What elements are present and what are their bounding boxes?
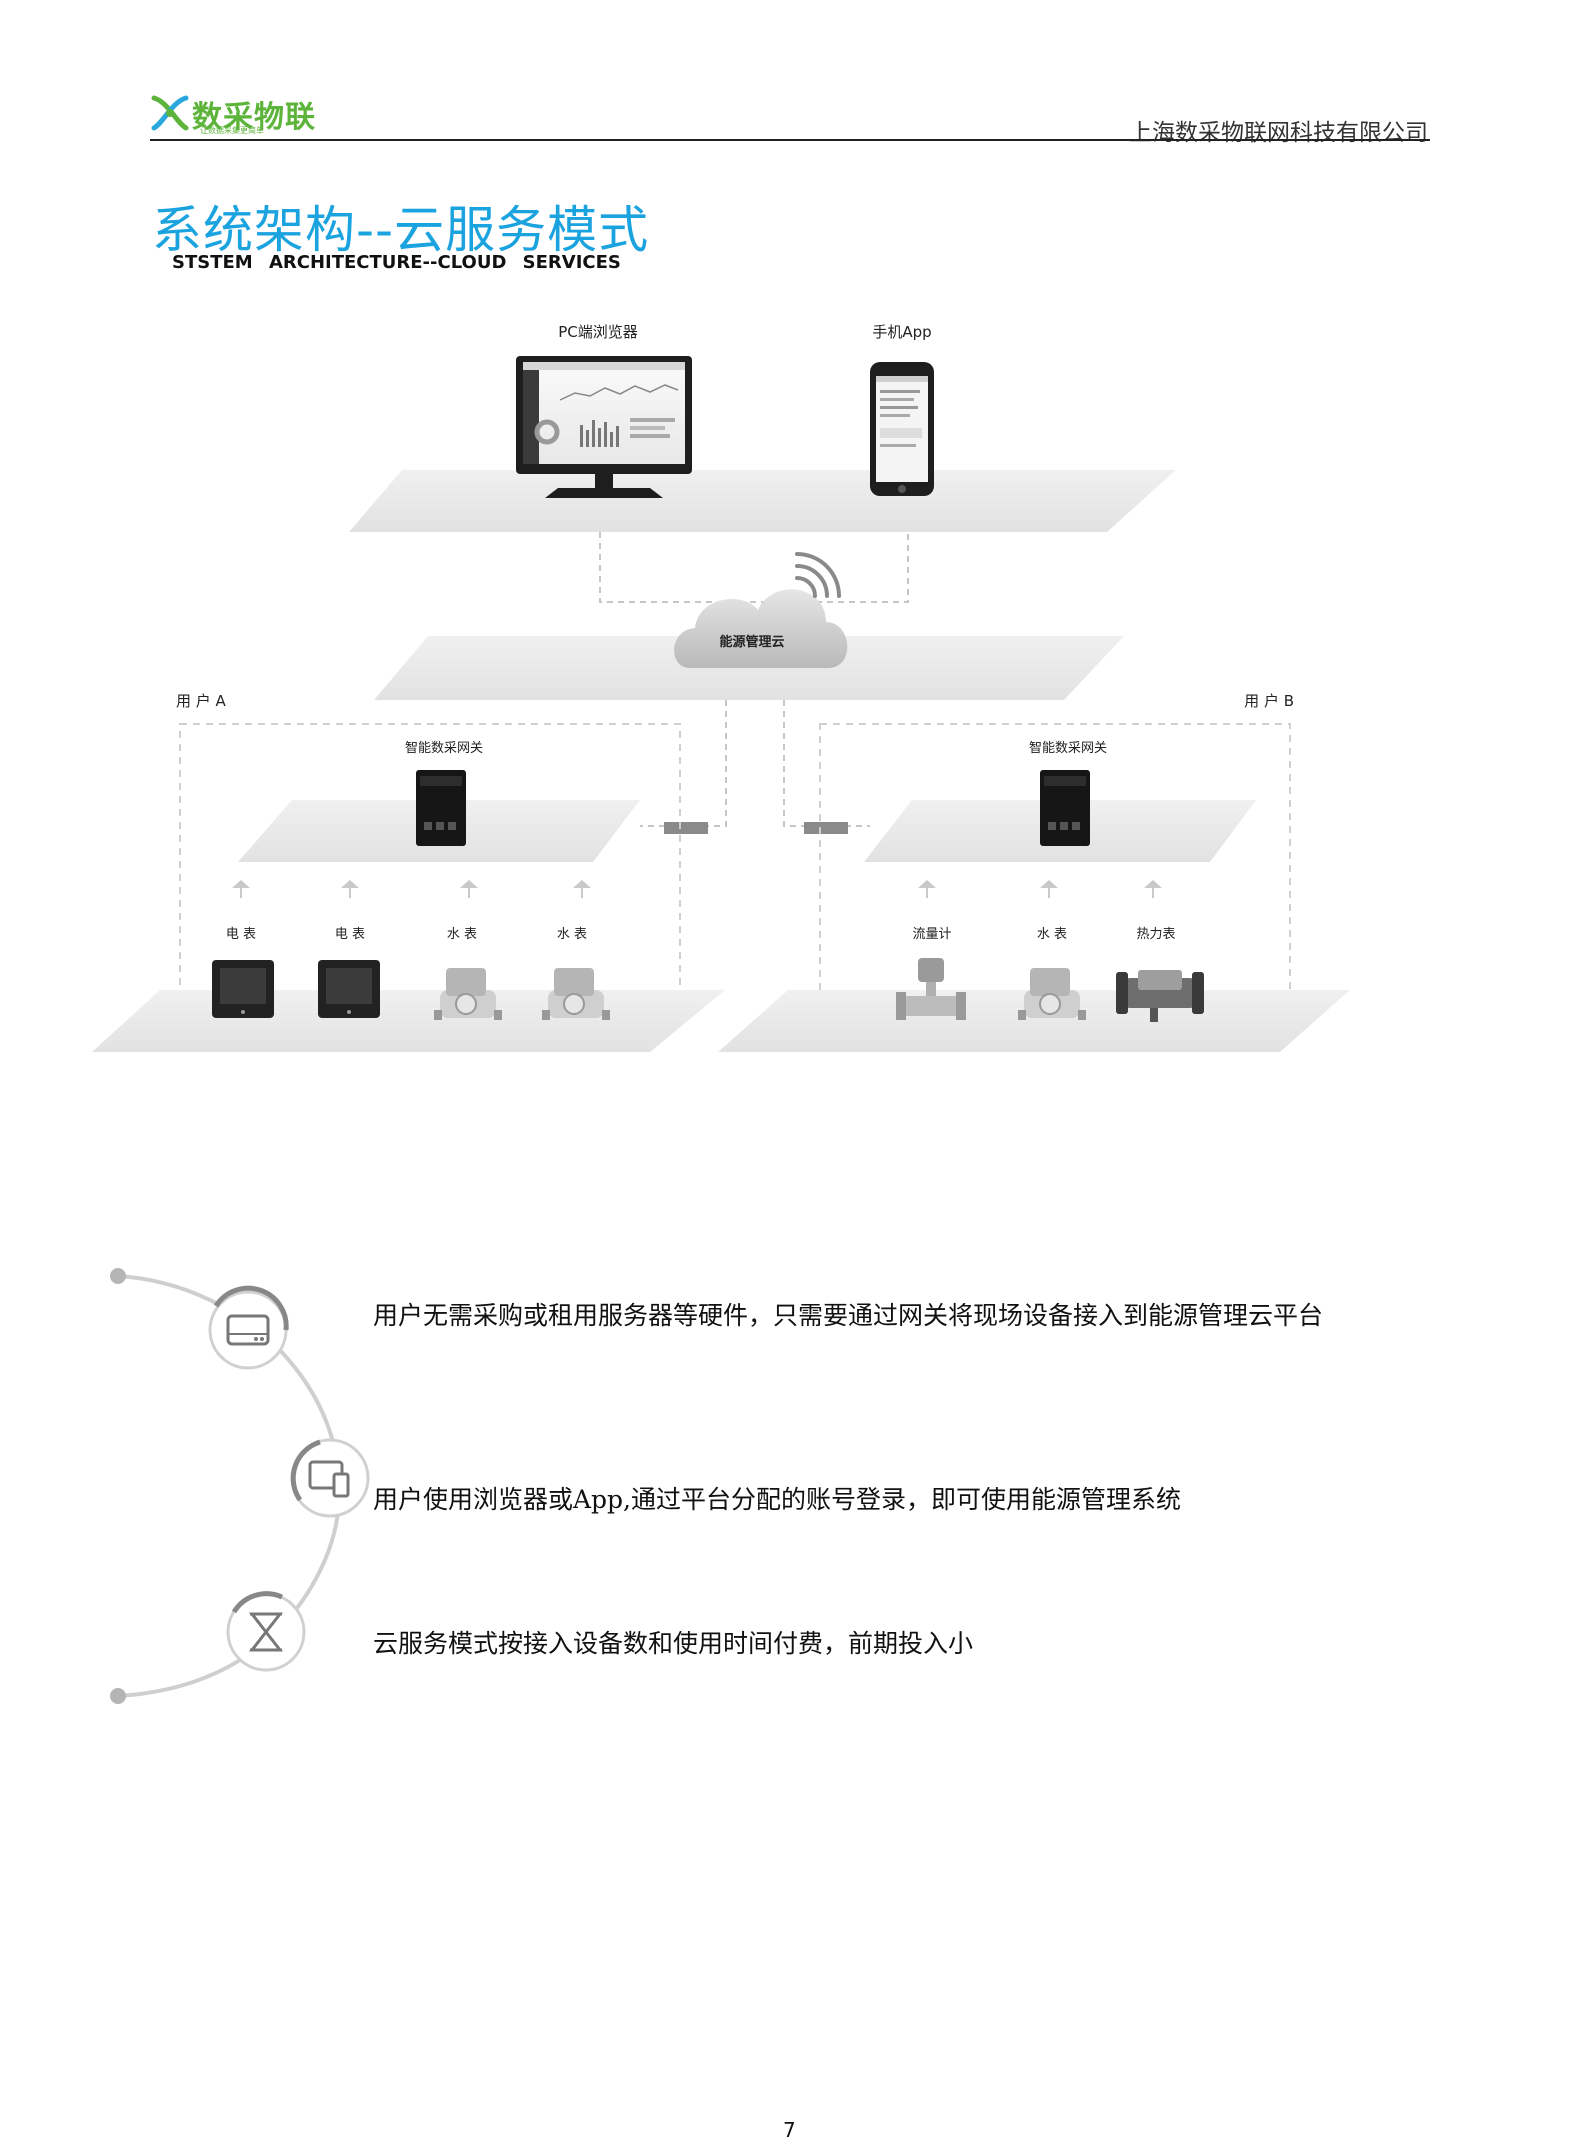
pc-browser-label: PC端浏览器	[558, 323, 638, 341]
device-label-b-1: 水 表	[1037, 927, 1067, 942]
link-connector-a	[664, 822, 708, 834]
devices-icon	[290, 1438, 370, 1518]
device-label-b-2: 热力表	[1136, 927, 1175, 942]
user-a-device-platform	[92, 990, 725, 1052]
device-label-b-0: 流量计	[912, 927, 951, 942]
feature-text-1: 用户无需采购或租用服务器等硬件，只需要通过网关将现场设备接入到能源管理云平台	[373, 1301, 1324, 1330]
company-name: 上海数采物联网科技有限公司	[1129, 120, 1428, 146]
wireless-signal-icon	[795, 552, 841, 598]
feature-text-2: 用户使用浏览器或App,通过平台分配的账号登录，即可使用能源管理系统	[373, 1485, 1182, 1514]
feature-text-3: 云服务模式按接入设备数和使用时间付费，前期投入小	[373, 1629, 974, 1658]
cloud-icon	[674, 589, 848, 668]
electric-meter-icon	[318, 960, 380, 1018]
hourglass-icon	[226, 1591, 306, 1672]
pc-monitor-icon	[516, 356, 692, 498]
device-label-a-0: 电 表	[226, 927, 256, 942]
page-title: 系统架构--云服务模式	[152, 201, 650, 259]
water-meter-icon	[434, 968, 502, 1020]
header-divider	[150, 139, 1430, 141]
feature-arc-decoration	[110, 1268, 370, 1704]
architecture-diagram: PC端浏览器 手机App 能源管理云 用 户 A 智能数采网关	[92, 323, 1350, 1052]
device-label-a-3: 水 表	[557, 927, 587, 942]
device-label-a-2: 水 表	[447, 927, 477, 942]
device-label-a-1: 电 表	[335, 927, 365, 942]
user-a-label: 用 户 A	[176, 692, 227, 710]
heat-meter-icon	[1116, 970, 1204, 1022]
logo-icon	[151, 95, 189, 131]
gateway-a-icon	[416, 770, 466, 846]
user-b-arrows	[918, 880, 1162, 898]
user-b-label: 用 户 B	[1244, 692, 1294, 710]
gateway-b-icon	[1040, 770, 1090, 846]
user-a-arrows	[232, 880, 591, 898]
link-connector-b	[804, 822, 848, 834]
user-a-boundary	[179, 723, 681, 999]
page-subtitle: STSTEM ARCHITECTURE--CLOUD SERVICES	[172, 252, 621, 273]
gateway-a-label: 智能数采网关	[405, 741, 483, 756]
client-platform	[349, 470, 1176, 532]
page-number: 7	[783, 2118, 796, 2142]
mobile-app-label: 手机App	[872, 323, 931, 341]
logo-tagline: 让数据采集更简单	[200, 126, 264, 135]
logo-text: 数采物联	[192, 100, 316, 135]
cloud-label: 能源管理云	[719, 634, 784, 650]
water-meter-icon	[542, 968, 610, 1020]
gateway-b-label: 智能数采网关	[1029, 741, 1107, 756]
flow-meter-icon	[896, 958, 966, 1020]
mobile-phone-icon	[870, 362, 934, 496]
electric-meter-icon	[212, 960, 274, 1018]
water-meter-icon	[1018, 968, 1086, 1020]
server-icon	[208, 1285, 289, 1370]
